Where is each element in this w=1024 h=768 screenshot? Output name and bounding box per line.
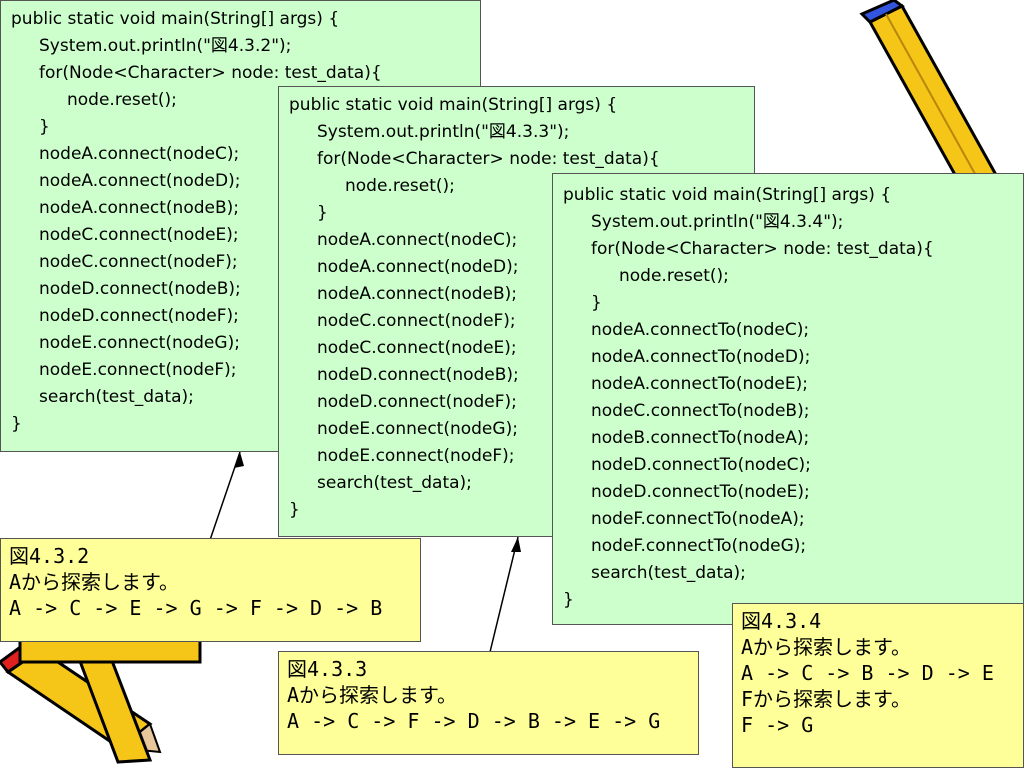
note-line: Aから探索します。 [287,683,458,707]
note-line: 図4.3.3 [287,657,368,681]
code-line: node.reset(); [67,90,177,110]
code-line: search(test_data); [39,387,194,407]
code-line: nodeA.connect(nodeC); [39,144,240,164]
code-line: nodeD.connect(nodeB); [39,279,241,299]
code-line: nodeD.connect(nodeB); [317,365,519,385]
code-line: } [39,117,50,137]
code-line: nodeA.connect(nodeC); [317,230,518,250]
code-line: nodeC.connect(nodeF); [317,311,516,331]
code-line: node.reset(); [345,176,455,196]
code-line: for(Node<Character> node: test_data){ [591,239,934,259]
note-line: A -> C -> F -> D -> B -> E -> G [287,709,661,733]
code-line: nodeC.connect(nodeE); [317,338,517,358]
code-line: nodeC.connect(nodeE); [39,225,239,245]
code-line: nodeB.connectTo(nodeA); [591,428,810,448]
code-line: nodeC.connectTo(nodeB); [591,401,810,421]
code-line: nodeF.connectTo(nodeG); [591,536,807,556]
code-line: nodeA.connectTo(nodeC); [591,320,810,340]
code-line: search(test_data); [317,473,472,493]
code-line: nodeE.connect(nodeG); [39,333,240,353]
code-line: nodeA.connect(nodeB); [39,198,240,218]
code-line: nodeC.connect(nodeF); [39,252,238,272]
code-line: for(Node<Character> node: test_data){ [317,149,660,169]
code-line: } [11,414,22,434]
code-line: } [317,203,328,223]
code-line: node.reset(); [619,266,729,286]
code-line: nodeF.connectTo(nodeA); [591,509,805,529]
code-line: nodeD.connect(nodeF); [317,392,517,412]
note-line: Aから探索します。 [9,570,180,594]
note-fig-4-3-3: 図4.3.3 Aから探索します。 A -> C -> F -> D -> B -… [278,651,699,755]
note-line: A -> C -> E -> G -> F -> D -> B [9,596,383,620]
code-line: nodeA.connect(nodeD); [317,257,519,277]
code-line: public static void main(String[] args) { [289,95,618,115]
code-line: public static void main(String[] args) { [563,185,892,205]
code-line: nodeA.connect(nodeD); [39,171,241,191]
code-line: nodeD.connectTo(nodeC); [591,455,811,475]
note-fig-4-3-2: 図4.3.2 Aから探索します。 A -> C -> E -> G -> F -… [0,538,421,642]
note-line: Fから探索します。 [741,687,912,711]
code-line: nodeD.connect(nodeF); [39,306,239,326]
code-line: search(test_data); [591,563,746,583]
code-line: System.out.println("図4.3.2"); [39,36,292,56]
code-line: System.out.println("図4.3.4"); [591,212,844,232]
code-line: nodeD.connectTo(nodeE); [591,482,810,502]
note-fig-4-3-4: 図4.3.4 Aから探索します。 A -> C -> B -> D -> E F… [732,603,1024,768]
note-line: F -> G [741,713,814,737]
code-line: } [563,590,574,610]
code-line: } [591,293,602,313]
code-line: nodeE.connect(nodeG); [317,419,518,439]
arrow-head [234,452,244,468]
code-line: nodeE.connect(nodeF); [39,360,237,380]
note-line: 図4.3.4 [741,609,822,633]
pencil-icon [18,638,202,664]
code-line: nodeA.connectTo(nodeE); [591,374,808,394]
code-line: public static void main(String[] args) { [11,9,340,29]
note-line: Aから探索します。 [741,635,912,659]
arrow-line [489,536,519,653]
code-line: nodeA.connectTo(nodeD); [591,347,811,367]
note-line: 図4.3.2 [9,544,90,568]
code-box-fig-4-3-4: public static void main(String[] args) {… [552,173,1024,625]
code-line: nodeE.connect(nodeF); [317,446,515,466]
code-line: nodeA.connect(nodeB); [317,284,518,304]
code-line: System.out.println("図4.3.3"); [317,122,570,142]
code-line: for(Node<Character> node: test_data){ [39,63,382,83]
note-line: A -> C -> B -> D -> E [741,661,994,685]
arrow-head [511,537,521,552]
code-line: } [289,500,300,520]
